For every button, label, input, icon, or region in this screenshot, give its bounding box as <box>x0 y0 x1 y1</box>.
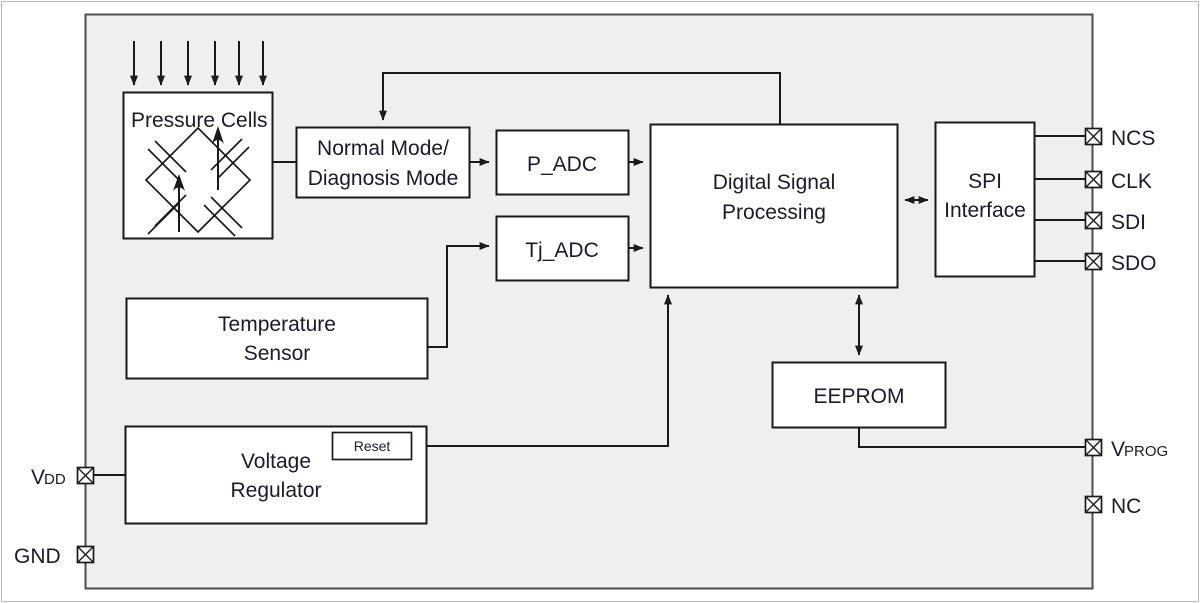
pin-label-vdd: V <box>31 466 45 489</box>
pin-nc[interactable]: NC <box>1084 495 1142 518</box>
piezo-arrow-lower-left <box>173 174 185 232</box>
pin-clk[interactable]: CLK <box>1084 170 1152 193</box>
pin-sdo[interactable]: SDO <box>1084 252 1157 275</box>
block-digital-signal-processing[interactable]: Digital Signal Processing <box>649 123 899 289</box>
block-label-normal-mode: Normal Mode/ <box>317 137 449 160</box>
block-label-sensor: Sensor <box>244 342 311 365</box>
pin-label-gnd: GND <box>14 545 61 568</box>
block-label-digital-signal: Digital Signal <box>713 171 836 194</box>
block-label-voltage: Voltage <box>241 450 311 473</box>
conn-reset-to-dsp <box>412 294 672 447</box>
piezo-arrow-upper-right <box>212 126 224 190</box>
pin-label-ncs: NCS <box>1111 127 1155 150</box>
pin-label-vprog: V <box>1111 438 1125 461</box>
pin-vprog[interactable]: V PROG <box>1084 438 1169 461</box>
block-pressure-cells[interactable]: Pressure Cells <box>122 91 274 240</box>
block-label-interface: Interface <box>944 199 1026 222</box>
block-label-temperature: Temperature <box>218 313 336 336</box>
pin-label-vdd-subscript: DD <box>44 471 66 488</box>
block-normal-diagnosis-mode[interactable]: Normal Mode/ Diagnosis Mode <box>295 126 471 199</box>
block-label-p-adc: P_ADC <box>527 153 597 176</box>
pin-label-sdi: SDI <box>1111 211 1146 234</box>
block-label-tj-adc: Tj_ADC <box>525 239 599 262</box>
block-tj-adc[interactable]: Tj_ADC <box>495 215 630 282</box>
block-spi-interface[interactable]: SPI Interface <box>934 121 1036 278</box>
block-reset[interactable]: Reset <box>331 431 413 461</box>
block-eeprom[interactable]: EEPROM <box>771 361 947 429</box>
block-label-regulator: Regulator <box>230 479 321 502</box>
block-label-diagnosis-mode: Diagnosis Mode <box>308 167 459 190</box>
conn-dsp-to-mode-feedback <box>379 72 781 124</box>
pin-ncs[interactable]: NCS <box>1084 127 1156 150</box>
block-label-spi: SPI <box>968 170 1002 193</box>
pin-label-vprog-subscript: PROG <box>1124 443 1168 460</box>
block-p-adc[interactable]: P_ADC <box>495 129 630 196</box>
block-label-reset: Reset <box>354 438 391 454</box>
pin-gnd[interactable]: GND <box>14 545 95 568</box>
block-temperature-sensor[interactable]: Temperature Sensor <box>125 297 429 380</box>
conn-eeprom-to-vprog <box>858 428 1085 448</box>
block-label-processing: Processing <box>722 201 826 224</box>
pin-vdd[interactable]: V DD <box>31 466 95 489</box>
wheatstone-bridge-symbol <box>144 126 252 237</box>
block-label-pressure-cells: Pressure Cells <box>131 109 268 132</box>
connection-wires <box>93 72 1085 476</box>
pin-label-sdo: SDO <box>1111 252 1157 275</box>
conn-tempsensor-to-tjadc <box>428 242 490 348</box>
block-label-eeprom: EEPROM <box>813 385 904 408</box>
pin-sdi[interactable]: SDI <box>1084 211 1147 234</box>
pressure-input-arrows <box>130 41 267 86</box>
pin-label-clk: CLK <box>1111 170 1152 193</box>
pin-label-nc: NC <box>1111 495 1141 518</box>
